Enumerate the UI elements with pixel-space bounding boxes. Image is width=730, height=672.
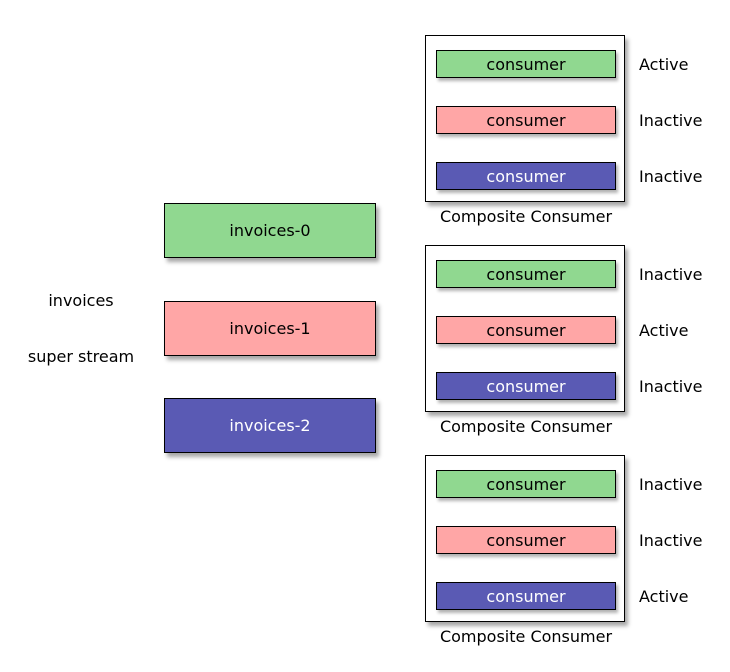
consumer-label: consumer	[486, 376, 566, 396]
consumer-label: consumer	[486, 474, 566, 494]
composite-consumer-caption: Composite Consumer	[439, 417, 613, 436]
stream-name-label: invoices	[48, 291, 114, 310]
consumer-label: consumer	[486, 264, 566, 284]
consumer-status-label: Inactive	[639, 530, 703, 550]
partition-box-0: invoices-0	[164, 203, 376, 258]
consumer-status-label: Inactive	[639, 166, 703, 186]
partition-label: invoices-2	[229, 416, 311, 435]
composite-consumer-caption: Composite Consumer	[439, 207, 613, 226]
composite-consumer-box-0: consumer Active consumer Inactive consum…	[425, 35, 703, 225]
consumer-status-label: Inactive	[639, 110, 703, 130]
consumer-status-label: Inactive	[639, 376, 703, 396]
partition-box-1: invoices-1	[164, 301, 376, 356]
consumer-box: consumer	[436, 470, 616, 498]
consumer-box: consumer	[436, 526, 616, 554]
consumer-status-label: Active	[639, 586, 689, 606]
composite-consumer-box-2: consumer Inactive consumer Inactive cons…	[425, 455, 703, 645]
consumer-label: consumer	[486, 586, 566, 606]
consumer-box: consumer	[436, 260, 616, 288]
consumer-status-label: Inactive	[639, 264, 703, 284]
partition-label: invoices-0	[229, 221, 311, 240]
consumer-label: consumer	[486, 110, 566, 130]
consumer-label: consumer	[486, 166, 566, 186]
composite-consumer-caption: Composite Consumer	[439, 627, 613, 646]
partition-box-2: invoices-2	[164, 398, 376, 453]
consumer-box: consumer	[436, 582, 616, 610]
consumer-box: consumer	[436, 372, 616, 400]
consumer-label: consumer	[486, 54, 566, 74]
consumer-box: consumer	[436, 50, 616, 78]
stream-type-label: super stream	[27, 347, 135, 366]
consumer-box: consumer	[436, 162, 616, 190]
consumer-box: consumer	[436, 106, 616, 134]
consumer-status-label: Active	[639, 320, 689, 340]
consumer-box: consumer	[436, 316, 616, 344]
consumer-status-label: Active	[639, 54, 689, 74]
consumer-status-label: Inactive	[639, 474, 703, 494]
consumer-label: consumer	[486, 530, 566, 550]
consumer-label: consumer	[486, 320, 566, 340]
partition-label: invoices-1	[229, 319, 311, 338]
composite-consumer-box-1: consumer Inactive consumer Active consum…	[425, 245, 703, 435]
